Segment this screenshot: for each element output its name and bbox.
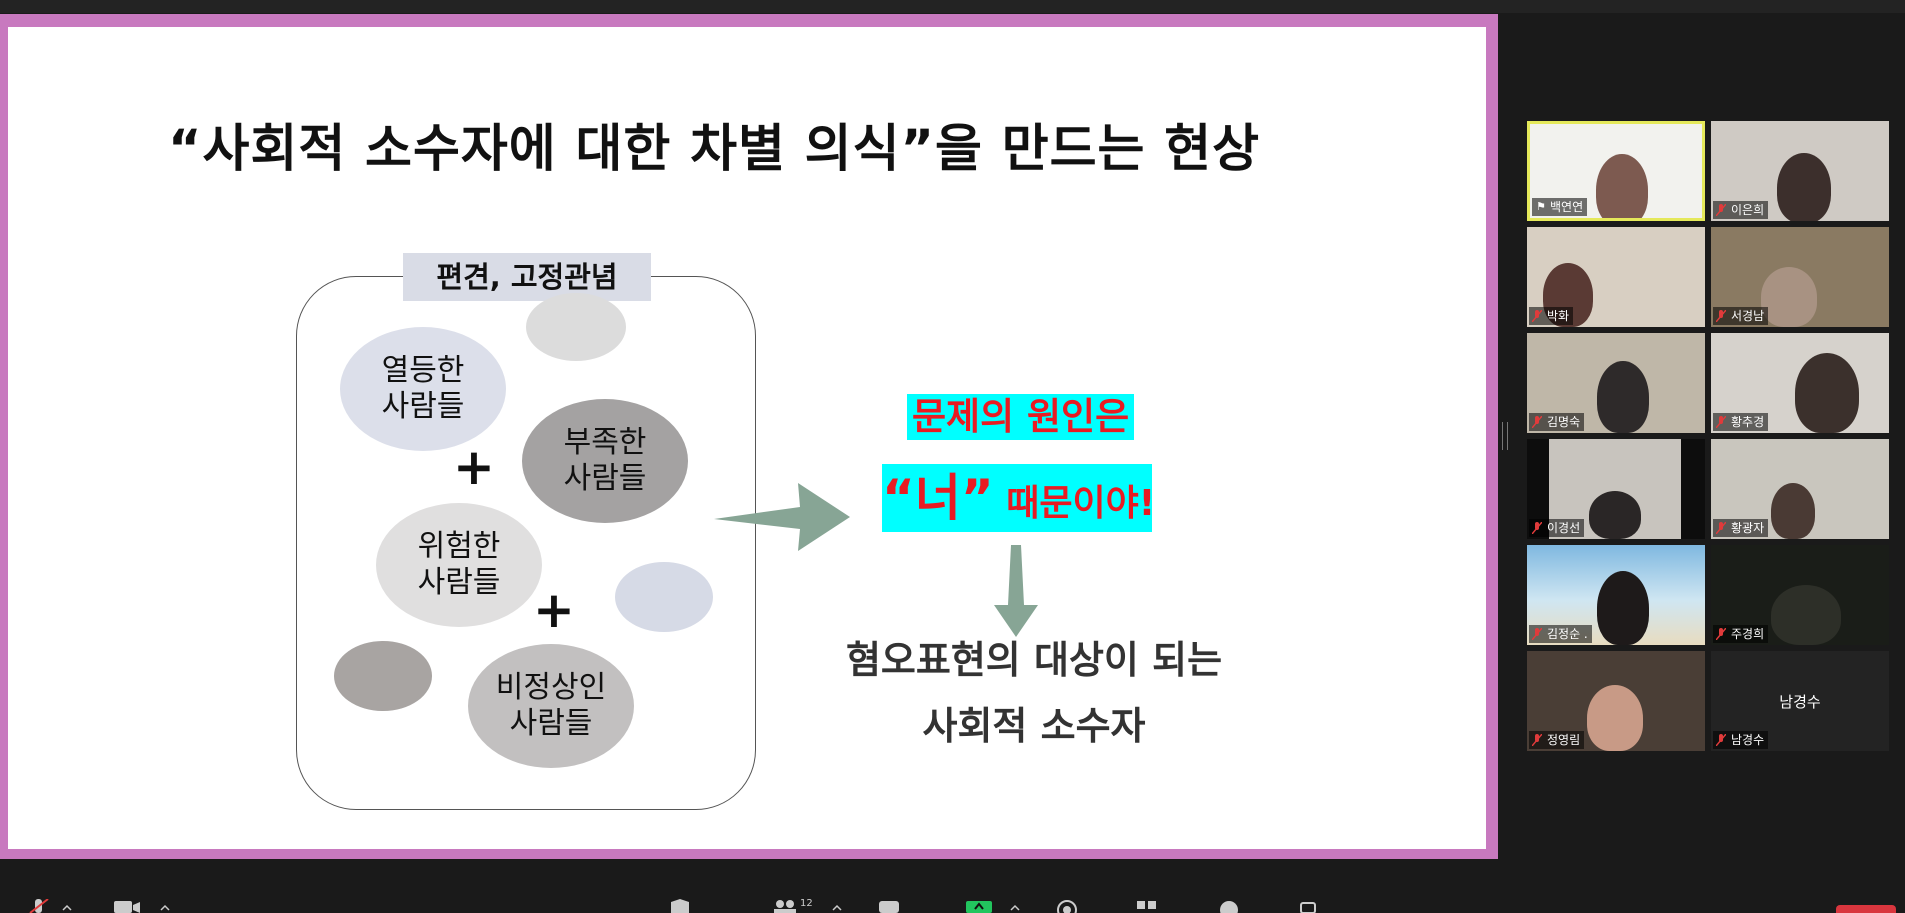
mic-muted-icon (1716, 628, 1726, 640)
mic-muted-icon (1716, 204, 1726, 216)
participant-tile[interactable]: 김명숙 (1527, 333, 1705, 433)
mic-muted-icon (1532, 310, 1542, 322)
participant-tile[interactable]: 주경희 (1711, 545, 1889, 645)
presentation-slide: “사회적 소수자에 대한 차별 의식”을 만드는 현상 편견, 고정관념 열등한… (8, 27, 1486, 849)
participant-name: 황광자 (1713, 519, 1769, 537)
mic-muted-icon (1532, 522, 1542, 534)
plus-sign: + (533, 581, 575, 639)
mic-muted-icon (1716, 416, 1726, 428)
slide-title: “사회적 소수자에 대한 차별 의식”을 만드는 현상 (168, 120, 1261, 179)
participant-tile[interactable]: 이은희 (1711, 121, 1889, 221)
right-arrow-icon (714, 483, 850, 551)
participant-name: 서경남 (1713, 307, 1769, 325)
blob-abnormal-people: 비정상인 사람들 (468, 644, 634, 768)
down-arrow-icon (994, 545, 1038, 637)
participant-video (1596, 154, 1648, 218)
chevron-up-icon[interactable] (160, 899, 170, 913)
participant-video (1771, 585, 1841, 645)
participant-center-name: 남경수 (1779, 692, 1821, 711)
participant-video (1761, 267, 1817, 327)
participant-tile[interactable]: 김정순 . (1527, 545, 1705, 645)
mic-muted-icon (1532, 734, 1542, 746)
participant-count: 12 (800, 898, 813, 909)
share-screen-icon[interactable] (966, 899, 992, 913)
participant-name: 김명숙 (1529, 413, 1585, 431)
participant-tile[interactable]: 박화 (1527, 227, 1705, 327)
pin-icon: ⚑ (1536, 200, 1546, 213)
participant-video (1589, 491, 1641, 539)
participant-video (1771, 483, 1815, 539)
end-meeting-button[interactable] (1836, 905, 1896, 913)
mic-muted-icon (1716, 310, 1726, 322)
participant-video (1597, 361, 1649, 433)
participant-tile[interactable]: 이경선 (1527, 439, 1705, 539)
resize-handle[interactable] (1502, 422, 1508, 450)
participant-video (1777, 153, 1831, 221)
cause-label: 문제의 원인은 (907, 394, 1135, 440)
because-of-you-label: “너” 때문이야! (882, 464, 1156, 532)
decorative-circle (526, 293, 626, 361)
blob-lacking-people: 부족한 사람들 (522, 399, 688, 523)
participant-name: 박화 (1529, 307, 1574, 325)
decorative-circle (615, 562, 713, 632)
participant-tile[interactable]: 정영림 (1527, 651, 1705, 751)
participant-video (1587, 685, 1643, 751)
apps-icon[interactable] (1136, 899, 1158, 913)
participant-tile[interactable]: 서경남 (1711, 227, 1889, 327)
screen-share-frame: “사회적 소수자에 대한 차별 의식”을 만드는 현상 편견, 고정관념 열등한… (0, 14, 1498, 859)
microphone-muted-icon[interactable] (28, 899, 50, 913)
participant-gallery: ⚑백연연 이은희 박화 서경남 김명숙 황추경 이경선 (1527, 121, 1889, 751)
chevron-up-icon[interactable] (832, 899, 842, 913)
chevron-up-icon[interactable] (62, 899, 72, 913)
prejudice-box-label: 편견, 고정관념 (403, 253, 651, 301)
chevron-up-icon[interactable] (1010, 899, 1020, 913)
plus-sign: + (453, 438, 495, 496)
participant-name: 이경선 (1529, 519, 1585, 537)
record-icon[interactable] (1056, 899, 1078, 913)
meeting-toolbar: 12 (0, 867, 1905, 913)
mic-muted-icon (1532, 628, 1542, 640)
video-icon[interactable] (114, 899, 140, 913)
participant-name: 주경희 (1713, 625, 1769, 643)
blob-inferior-people: 열등한 사람들 (340, 327, 506, 451)
participant-video (1597, 571, 1649, 645)
participant-name: 김정순 . (1529, 625, 1592, 643)
you-quote: “너” (882, 469, 994, 527)
participants-icon[interactable] (772, 899, 798, 913)
title-bar (0, 0, 1905, 13)
participant-tile[interactable]: 황광자 (1711, 439, 1889, 539)
mic-muted-icon (1532, 416, 1542, 428)
participant-name: 황추경 (1713, 413, 1769, 431)
hate-speech-target-text: 혐오표현의 대상이 되는 사회적 소수자 (824, 627, 1244, 759)
participant-tile[interactable]: 황추경 (1711, 333, 1889, 433)
participant-tile[interactable]: ⚑백연연 (1527, 121, 1705, 221)
hate-target-line-1: 혐오표현의 대상이 되는 (845, 638, 1223, 682)
mic-muted-icon (1716, 522, 1726, 534)
participant-video (1795, 353, 1859, 433)
participant-name: ⚑백연연 (1532, 198, 1588, 216)
participant-name: 남경수 (1713, 731, 1769, 749)
chat-icon[interactable] (878, 899, 900, 913)
because-text: 때문이야! (993, 483, 1156, 524)
security-icon[interactable] (670, 899, 690, 913)
reactions-icon[interactable] (1218, 899, 1240, 913)
participant-tile[interactable]: 남경수 남경수 (1711, 651, 1889, 751)
mic-muted-icon (1716, 734, 1726, 746)
participant-name: 이은희 (1713, 201, 1769, 219)
more-icon[interactable] (1298, 899, 1320, 913)
participant-name: 정영림 (1529, 731, 1585, 749)
hate-target-line-2: 사회적 소수자 (922, 704, 1146, 748)
decorative-circle (334, 641, 432, 711)
blob-dangerous-people: 위험한 사람들 (376, 503, 542, 627)
